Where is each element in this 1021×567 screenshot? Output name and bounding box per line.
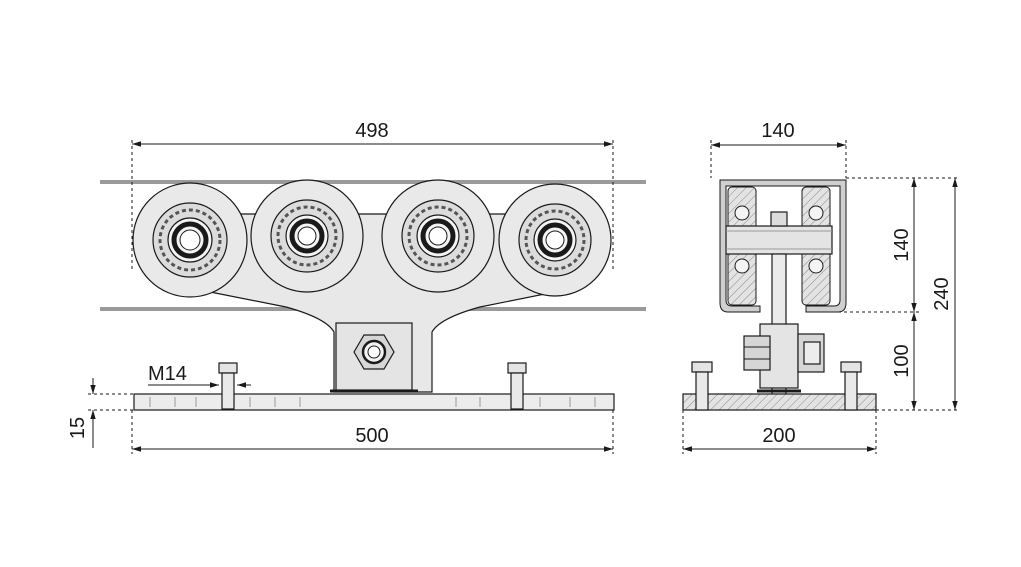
dim-base-width: 200	[762, 425, 795, 447]
bolt-left	[218, 362, 238, 410]
track-c-profile	[719, 179, 847, 313]
wheel-1	[132, 182, 248, 298]
dim-bracket-height: 100	[891, 344, 913, 377]
wheel-4	[498, 183, 612, 297]
dim-base-thickness: 15	[67, 417, 89, 439]
side-bolt-left	[691, 361, 713, 411]
wheel-3	[381, 179, 495, 293]
dim-track-height: 140	[891, 228, 913, 261]
side-bolt-right	[840, 361, 862, 411]
front-view: 498 500 M14 15	[67, 120, 646, 454]
bolt-right	[507, 362, 527, 410]
dim-bolt-size: M14	[148, 363, 187, 385]
axle	[725, 225, 833, 255]
dim-base-length: 500	[355, 425, 388, 447]
dim-total-height: 240	[931, 277, 953, 310]
side-view: 140 200 140 100 240	[682, 120, 960, 454]
base-plate-side	[682, 393, 877, 411]
base-plate-front	[133, 393, 615, 411]
wheel-2	[250, 179, 364, 293]
dim-track-width: 140	[761, 120, 794, 142]
side-nut	[743, 335, 771, 371]
dim-total-length: 498	[355, 120, 388, 142]
